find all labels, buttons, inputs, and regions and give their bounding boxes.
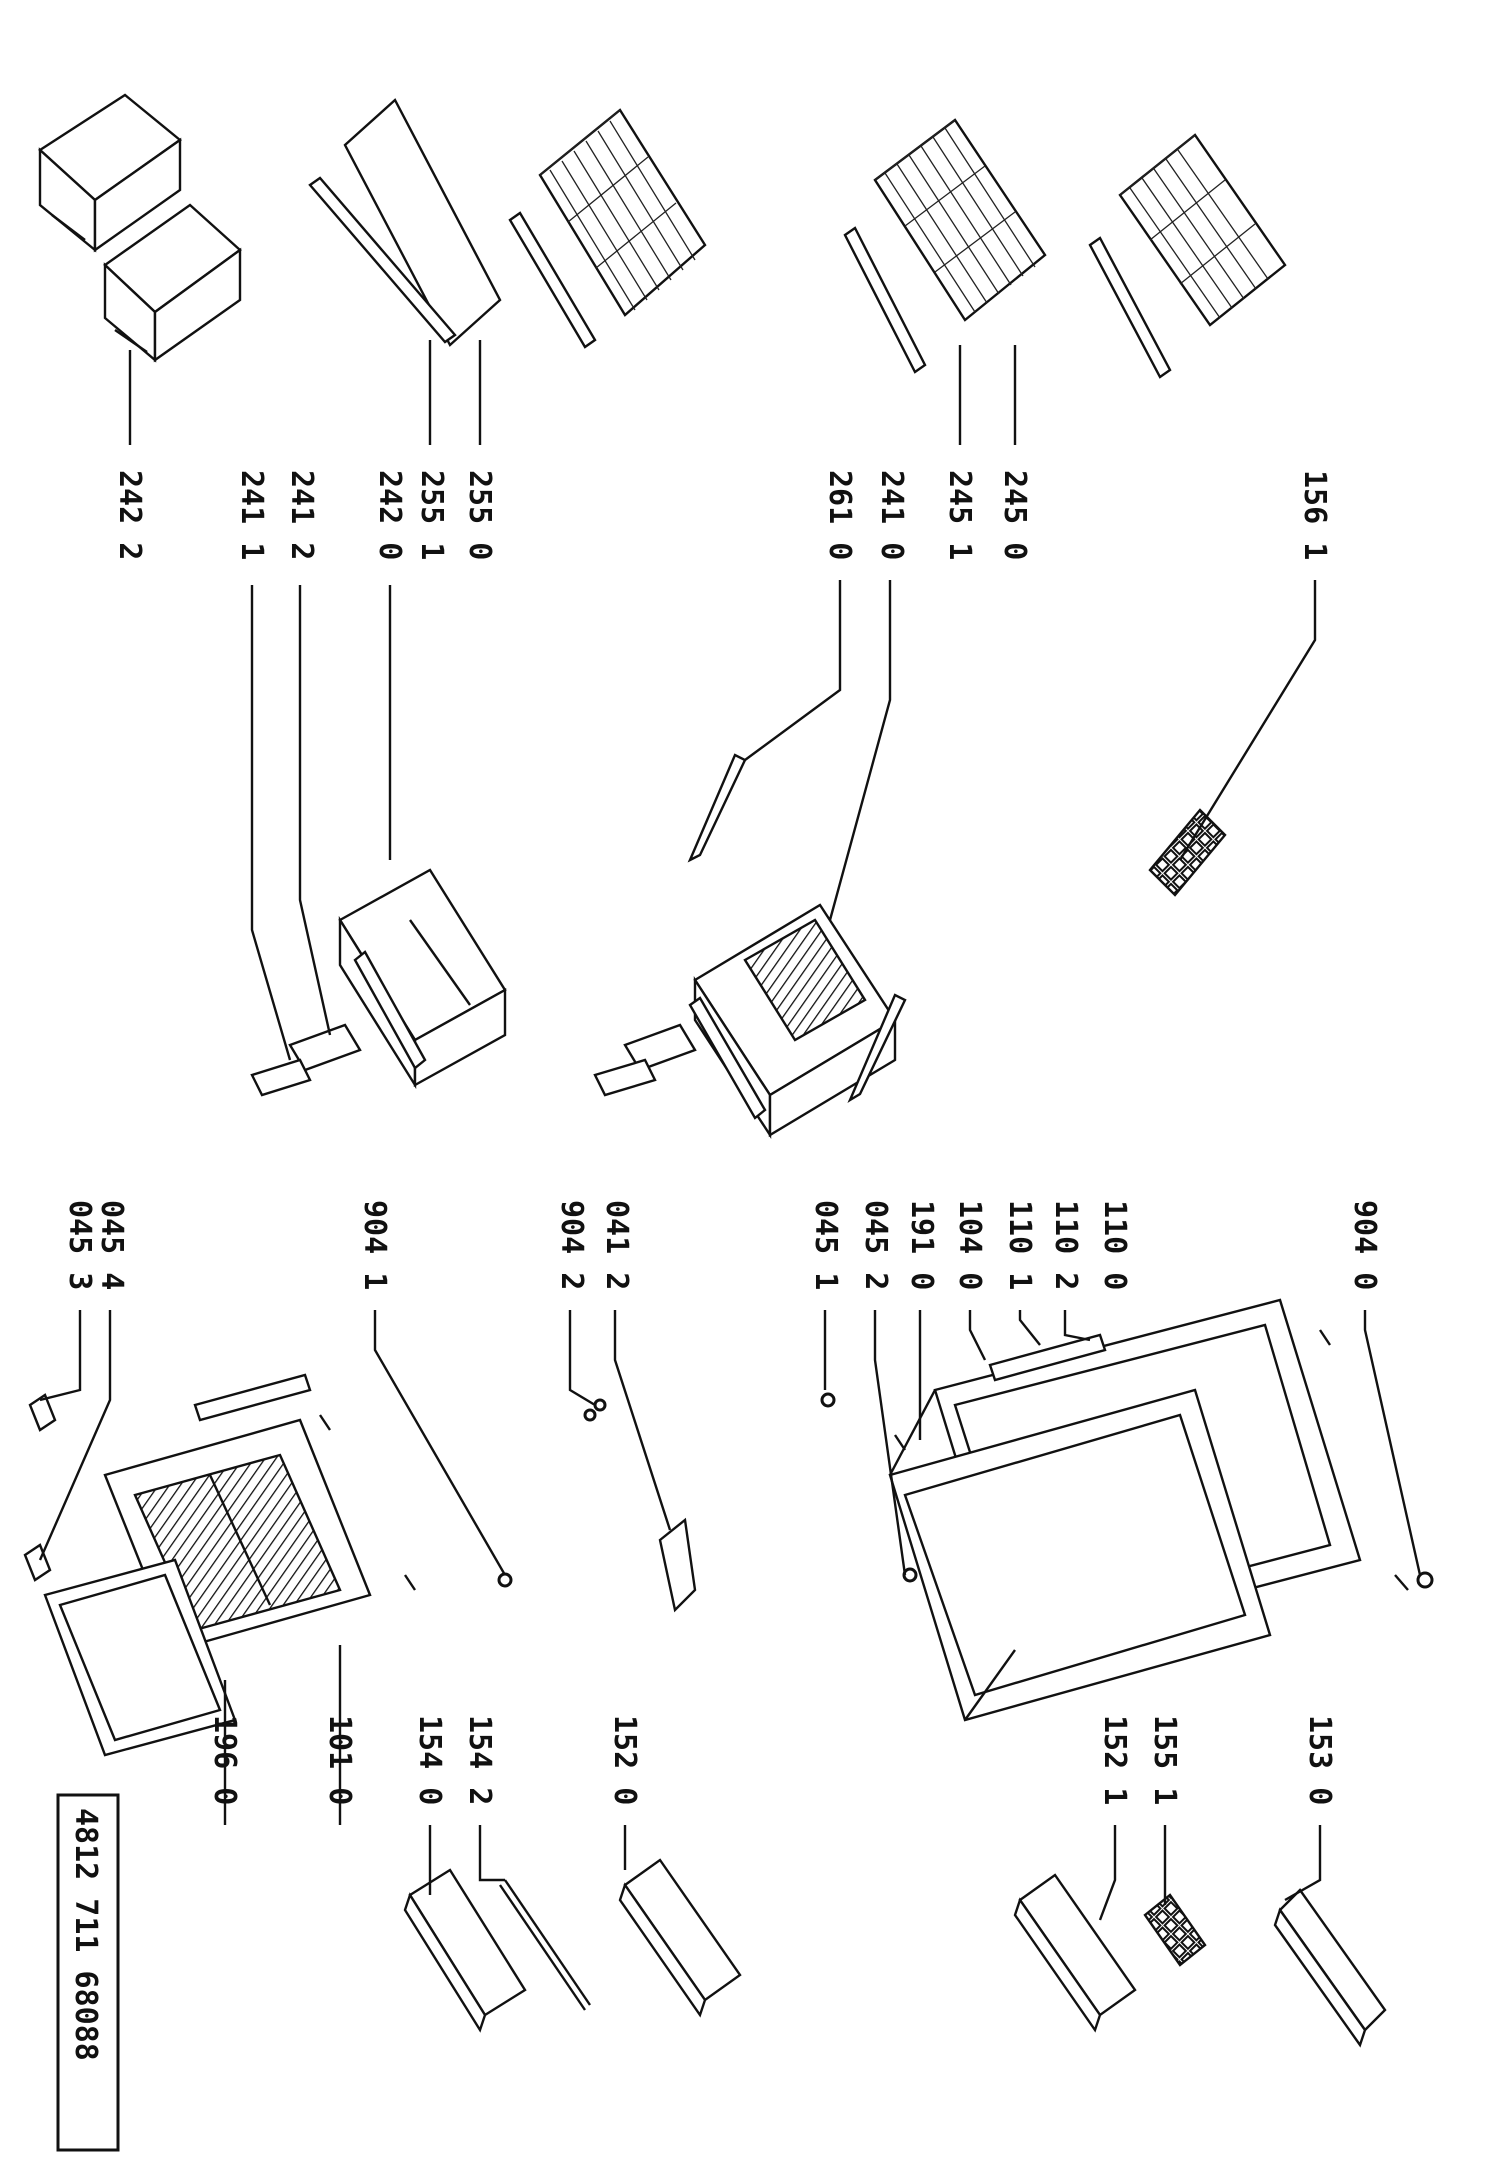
door-frame-lower bbox=[23, 1373, 513, 1757]
document-number: 4812 711 68088 bbox=[68, 1808, 103, 2061]
wire-shelf-upper bbox=[508, 108, 707, 349]
vent-grille bbox=[1148, 808, 1227, 897]
callout-104-0: 104 0 bbox=[952, 1200, 987, 1290]
door-bin-pair bbox=[38, 93, 242, 363]
callout-045-1: 045 1 bbox=[808, 1200, 843, 1290]
callout-154-2: 154 2 bbox=[462, 1715, 497, 1805]
callout-261-0: 261 0 bbox=[822, 470, 857, 560]
callout-152-0: 152 0 bbox=[607, 1715, 642, 1805]
leader-lines bbox=[38, 340, 1422, 1921]
crisper-drawer-241 bbox=[593, 753, 907, 1140]
callout-045-4: 045 4 bbox=[94, 1200, 129, 1290]
door-shelf-152-0 bbox=[618, 1858, 742, 2018]
document-number-box: 4812 711 68088 bbox=[56, 1793, 120, 2152]
door-shelf-152-1 bbox=[1013, 1873, 1137, 2033]
callout-241-2: 241 2 bbox=[284, 470, 319, 560]
door-shelf-153 bbox=[1273, 1888, 1387, 2048]
callout-242-2: 242 2 bbox=[112, 470, 147, 560]
door-shelf-154-0 bbox=[403, 1868, 527, 2033]
hinge bbox=[583, 1398, 697, 1613]
door-rail-154-2 bbox=[499, 1879, 591, 2011]
callout-155-1: 155 1 bbox=[1147, 1715, 1182, 1805]
glass-shelf bbox=[308, 98, 502, 347]
callout-904-0: 904 0 bbox=[1347, 1200, 1382, 1290]
wire-shelf-245 bbox=[843, 118, 1047, 374]
callout-255-1: 255 1 bbox=[414, 470, 449, 560]
callout-045-2: 045 2 bbox=[858, 1200, 893, 1290]
callout-904-1: 904 1 bbox=[357, 1200, 392, 1290]
callout-152-1: 152 1 bbox=[1097, 1715, 1132, 1805]
callout-045-3: 045 3 bbox=[62, 1200, 97, 1290]
callout-110-2: 110 2 bbox=[1048, 1200, 1083, 1290]
callout-255-0: 255 0 bbox=[462, 470, 497, 560]
crisper-drawer-242 bbox=[250, 868, 507, 1097]
door-frame-upper bbox=[820, 1298, 1434, 1722]
callout-041-2: 041 2 bbox=[599, 1200, 634, 1290]
callout-245-1: 245 1 bbox=[942, 470, 977, 560]
callout-196-0: 196 0 bbox=[207, 1715, 242, 1805]
callout-156-1: 156 1 bbox=[1297, 470, 1332, 560]
callout-245-0: 245 0 bbox=[997, 470, 1032, 560]
callout-154-0: 154 0 bbox=[412, 1715, 447, 1805]
wire-shelf-right bbox=[1088, 133, 1287, 379]
callout-241-1: 241 1 bbox=[234, 470, 269, 560]
door-grille-155 bbox=[1143, 1893, 1207, 1967]
callout-110-1: 110 1 bbox=[1002, 1200, 1037, 1290]
callout-191-0: 191 0 bbox=[904, 1200, 939, 1290]
callout-241-0: 241 0 bbox=[874, 470, 909, 560]
callout-242-0: 242 0 bbox=[372, 470, 407, 560]
callout-904-2: 904 2 bbox=[554, 1200, 589, 1290]
callout-101-0: 101 0 bbox=[322, 1715, 357, 1805]
callout-153-0: 153 0 bbox=[1302, 1715, 1337, 1805]
callout-110-0: 110 0 bbox=[1097, 1200, 1132, 1290]
